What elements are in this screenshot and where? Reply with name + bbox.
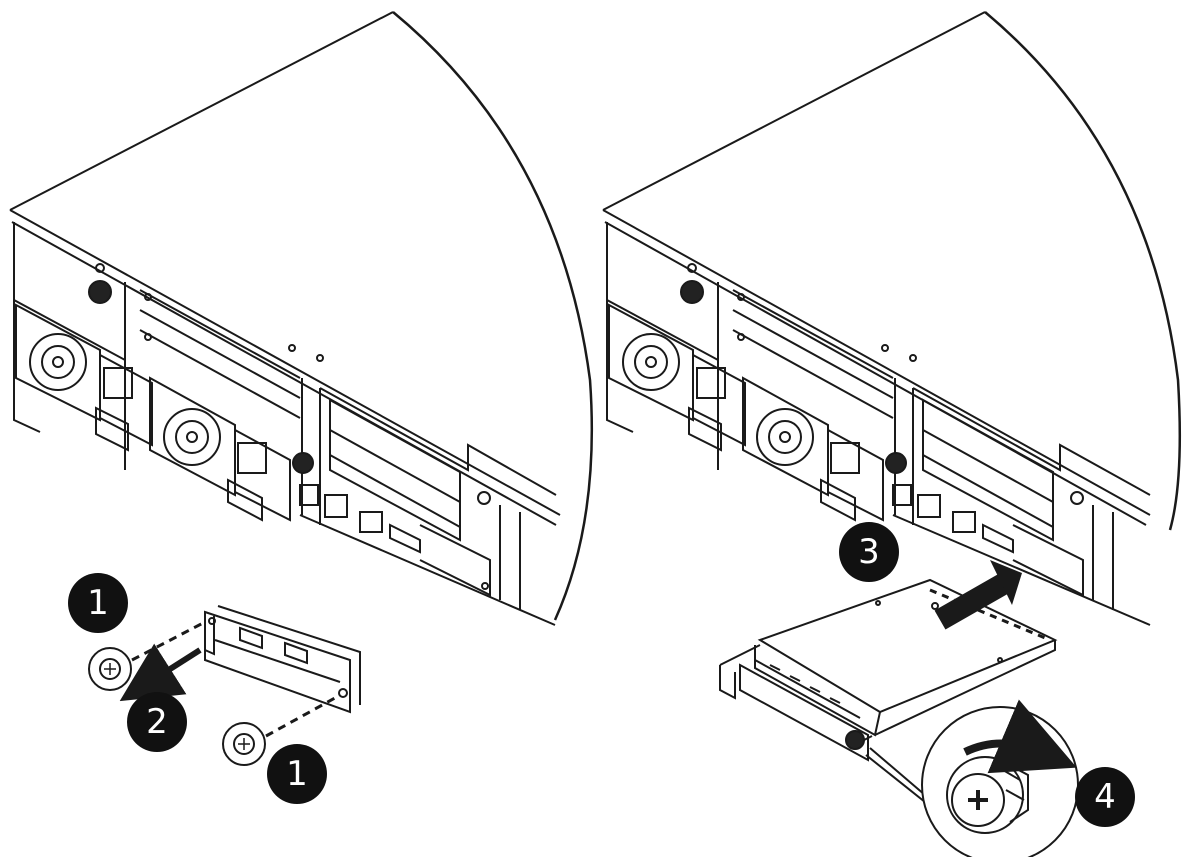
thumbscrew-callout (865, 706, 1079, 857)
step-number: 1 (286, 754, 308, 794)
insert-arrow-head (990, 560, 1022, 605)
expansion-card (719, 578, 1058, 762)
step-number: 3 (858, 532, 880, 572)
step-number: 4 (1094, 777, 1116, 817)
card-thumbscrew (845, 730, 873, 750)
tighten-arrow (963, 699, 1077, 774)
card-edge-dashes (929, 588, 1051, 642)
step-number: 2 (146, 702, 168, 742)
server-chassis-left (9, 11, 594, 626)
step-badge-4: 4 (1075, 767, 1135, 827)
insert-arrow (934, 570, 1016, 630)
server-chassis-right (602, 11, 1182, 626)
step-badge-2: 2 (127, 692, 187, 752)
screw-bottom (222, 722, 266, 766)
step-badge-1-bottom: 1 (267, 744, 327, 804)
remove-arrow (119, 643, 202, 702)
step-number: 1 (87, 583, 109, 623)
step-badge-3: 3 (839, 522, 899, 582)
screw-top (88, 647, 132, 691)
slot-bracket (204, 605, 361, 714)
step-badge-1-top: 1 (68, 573, 128, 633)
